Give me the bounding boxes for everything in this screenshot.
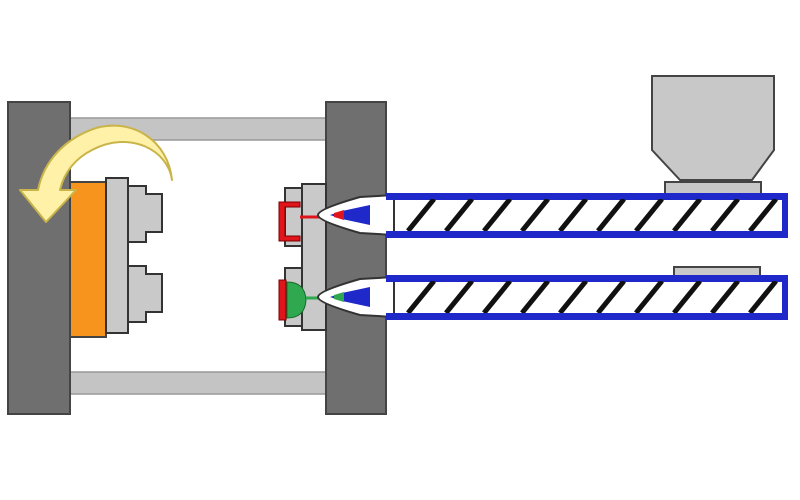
barrel-b-top-wall <box>386 275 786 282</box>
barrel-a-end <box>782 193 788 238</box>
screw-flight <box>634 281 664 313</box>
tie-bar-bottom <box>69 371 327 395</box>
molded-part-b <box>286 281 307 319</box>
fixed-mold-half <box>278 183 330 331</box>
screw-flight <box>558 199 588 231</box>
screw-flight <box>482 281 512 313</box>
screw-flight <box>520 281 550 313</box>
nozzle-tip-a <box>330 205 370 225</box>
screw-flight <box>710 281 740 313</box>
nozzle-tip-b <box>330 287 370 307</box>
mold-base-plate <box>105 177 129 334</box>
screw-flight <box>672 281 702 313</box>
mold-core-top <box>127 185 163 243</box>
barrel-b-end <box>782 275 788 320</box>
rotary-plate <box>69 181 107 338</box>
screw-flight <box>444 199 474 231</box>
screw-flight <box>406 199 436 231</box>
barrel-a-top-wall <box>386 193 786 200</box>
screw-flight <box>788 281 800 313</box>
hopper-body <box>651 75 775 181</box>
barrel-a <box>386 193 800 238</box>
nozzle-a <box>316 193 395 237</box>
screw-flight <box>634 199 664 231</box>
screw-flight <box>482 199 512 231</box>
screw-flight <box>406 281 436 313</box>
screw-flight <box>558 281 588 313</box>
screw-flight <box>596 199 626 231</box>
screw-flight <box>596 281 626 313</box>
screw-flight <box>788 199 800 231</box>
screw-flight <box>748 199 778 231</box>
fixed-mold-plate <box>301 183 327 331</box>
mold-core-bottom <box>127 265 163 323</box>
molded-part-b-base <box>278 279 287 321</box>
barrel-b-bottom-wall <box>386 313 786 320</box>
screw-flight <box>444 281 474 313</box>
nozzle-melt-b <box>334 292 344 302</box>
nozzle-b <box>316 275 395 319</box>
screw-b <box>406 281 800 313</box>
barrel-a-bottom-wall <box>386 231 786 238</box>
rotation-arrow <box>19 124 173 223</box>
fixed-platen <box>325 101 387 415</box>
hopper-throat <box>664 181 762 195</box>
screw-flight <box>748 281 778 313</box>
molded-part-a <box>278 201 301 242</box>
moving-mold-half <box>105 177 163 334</box>
hopper <box>651 75 775 195</box>
screw-flight <box>520 199 550 231</box>
barrel-b <box>386 275 800 320</box>
nozzle-melt-a <box>334 210 344 220</box>
screw-a <box>406 199 800 231</box>
screw-flight <box>710 199 740 231</box>
screw-flight <box>672 199 702 231</box>
